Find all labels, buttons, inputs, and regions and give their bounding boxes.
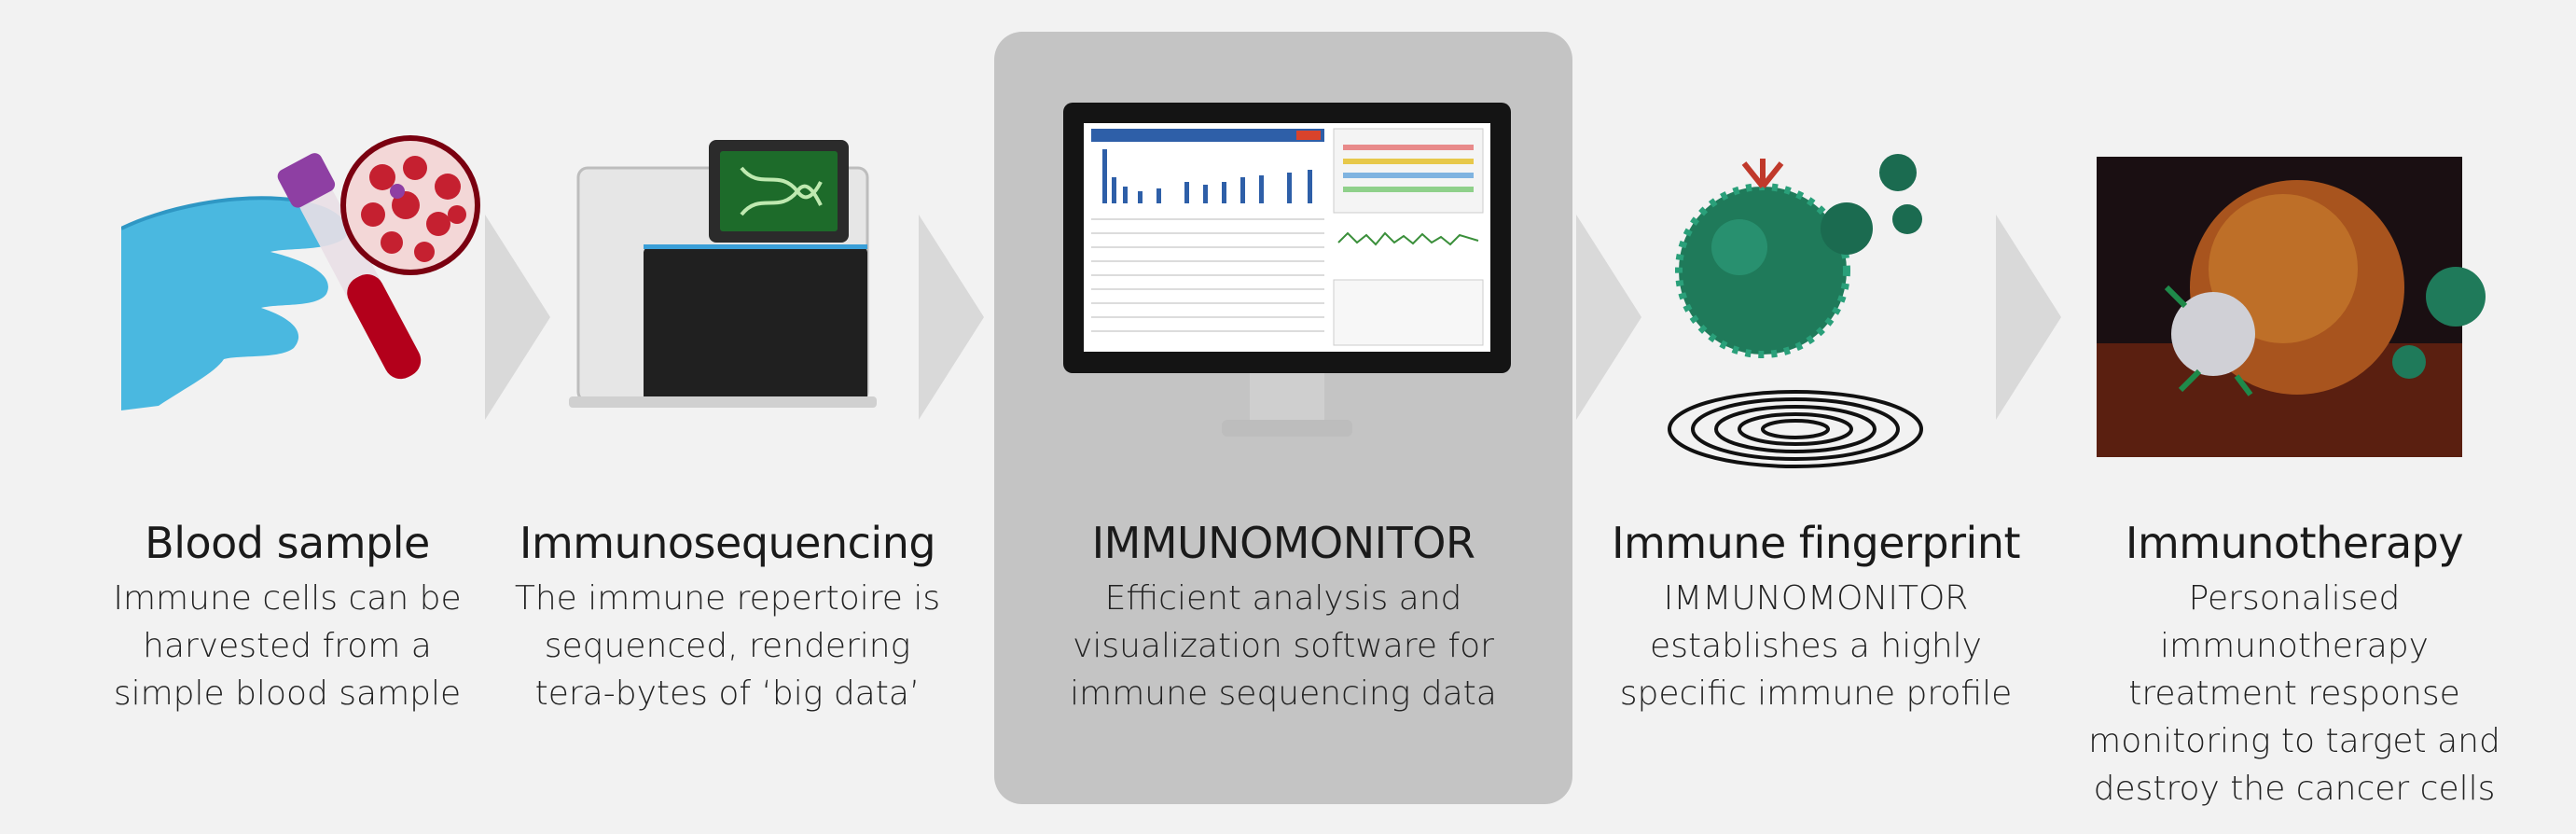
blood-sample-image [121,135,480,410]
step-title: Immunosequencing [519,518,936,568]
flow-arrow-2 [919,215,984,420]
step-description: Efficient analysis and visualization sof… [1070,579,1497,713]
monitor-image [1063,103,1511,437]
step-description: Immune cells can be harvested from a sim… [113,579,462,713]
step-description: The immune repertoire is sequenced, rend… [514,579,941,713]
immune-fingerprint-image [1668,154,1923,468]
step-immunosequencing: Immunosequencing The immune repertoire i… [508,511,947,717]
immunotherapy-image [2097,157,2486,457]
step-title: Blood sample [145,518,430,568]
step-title: Immunotherapy [2125,518,2464,568]
flow-arrow-1 [485,215,550,420]
step-immune-fingerprint: Immune fingerprint IMMUNOMONITOR establi… [1606,511,2026,717]
step-immunomonitor: IMMUNOMONITOR Efficient analysis and vis… [1032,511,1535,717]
flow-arrow-4 [1996,215,2061,420]
step-blood-sample: Blood sample Immune cells can be harvest… [91,511,483,717]
step-description: Personalised immunotherapy treatment res… [2088,579,2500,808]
step-title: IMMUNOMONITOR [1091,518,1475,568]
step-immunotherapy: Immunotherapy Personalised immunotherapy… [2052,511,2537,813]
flow-arrow-3 [1576,215,1641,420]
sequencer-image [569,140,877,408]
step-title: Immune fingerprint [1611,518,2021,568]
step-description: IMMUNOMONITOR establishes a highly speci… [1619,579,2013,713]
